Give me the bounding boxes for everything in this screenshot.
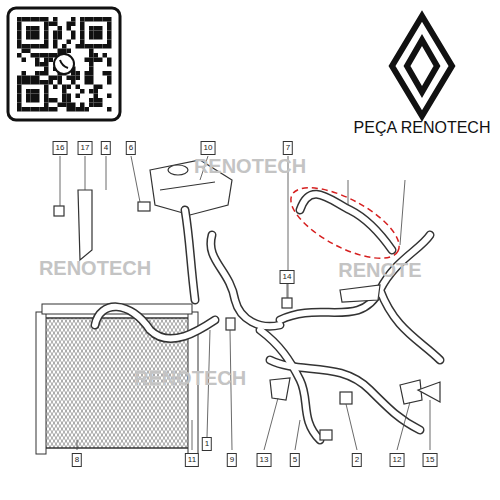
whatsapp-icon xyxy=(54,54,74,74)
callout-number: 14 xyxy=(280,270,295,284)
leader-lines xyxy=(60,156,430,450)
callout-number: 2 xyxy=(352,453,362,467)
callout-number: 1 xyxy=(202,437,212,451)
callout-number: 5 xyxy=(290,453,300,467)
callout-number: 11 xyxy=(185,453,199,467)
hoses xyxy=(95,194,440,440)
highlight-ellipse xyxy=(281,174,409,273)
brand-caption: PEÇA RENOTECH xyxy=(354,119,491,137)
callout-number: 16 xyxy=(53,141,68,155)
watermark: RENOTECH xyxy=(39,257,151,280)
callout-number: 10 xyxy=(201,141,216,155)
renault-logo xyxy=(392,16,452,116)
callout-number: 9 xyxy=(227,453,237,467)
callout-number: 7 xyxy=(283,141,293,155)
watermark: RENOTECH xyxy=(194,155,306,178)
watermark: RENOTECH xyxy=(134,367,246,390)
callout-number: 13 xyxy=(257,453,272,467)
qr-frame xyxy=(8,8,120,120)
callout-number: 15 xyxy=(423,453,438,467)
callout-number: 6 xyxy=(126,141,136,155)
callout-number: 4 xyxy=(101,141,111,155)
callout-number: 8 xyxy=(72,453,82,467)
qr-code xyxy=(17,17,112,112)
clips xyxy=(54,190,440,440)
callout-number: 17 xyxy=(78,141,93,155)
watermark: RENOTE xyxy=(338,259,421,282)
callout-number: 12 xyxy=(390,453,405,467)
